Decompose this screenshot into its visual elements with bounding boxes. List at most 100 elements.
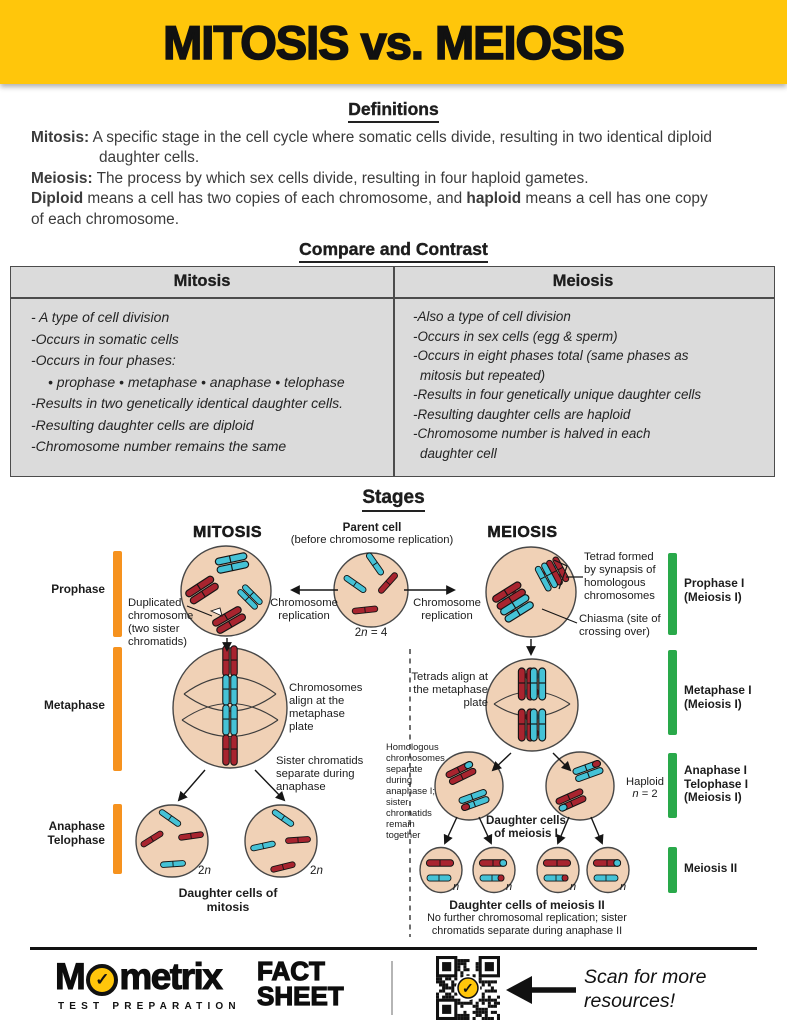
parent-chromosomes <box>342 551 400 615</box>
centromere-notch <box>209 607 223 617</box>
phase-label-metaphase: Metaphase <box>44 698 105 712</box>
title-banner: MITOSIS vs. MEIOSIS <box>0 0 787 84</box>
list-item: - A type of cell division <box>31 309 170 325</box>
sister-chromatids-label: Sister chromatids separate during anapha… <box>276 755 364 794</box>
mitosis-diagram-title: MITOSIS <box>193 524 262 541</box>
ploidy-n-label: n <box>453 881 460 893</box>
qr-check-icon: ✓ <box>462 981 474 997</box>
tetrad-label: Tetrad formed by synapsis of homologous … <box>584 551 656 603</box>
definitions-heading: Definitions <box>348 99 439 123</box>
meiosis2-daughter-chromosomes <box>425 859 622 882</box>
metaphase1-bar <box>668 650 677 735</box>
chromosome-replication-right-label: Chromosome replication <box>413 597 481 623</box>
definition-mitosis: Mitosis: A specific stage in the cell cy… <box>31 129 712 167</box>
meiosis1-daughter-cell-2 <box>545 751 615 821</box>
compare-heading: Compare and Contrast <box>299 239 488 263</box>
homologous-separate-label: Homologous chromosomes separate during a… <box>386 741 445 840</box>
daughter-cells-meiosis1-caption: Daughter cells of meiosis I <box>486 814 566 841</box>
duplicated-chromosome-label: Duplicated chromosome (two sister chroma… <box>128 597 194 649</box>
stages-heading: Stages <box>362 487 425 512</box>
table-column-divider <box>393 267 395 476</box>
logo-text-metrix: metrix <box>119 956 224 998</box>
list-item: -Occurs in somatic cells <box>31 330 179 347</box>
qr-center-badge: ✓ <box>455 975 481 1001</box>
parent-cell-subtitle: (before chromosome replication) <box>290 534 454 546</box>
mitosis-daughter-cell-2 <box>244 804 318 878</box>
phase-label-meiosis2: Meiosis II <box>684 861 738 875</box>
table-header-row: Mitosis Meiosis <box>11 267 774 299</box>
logo-text-m: M <box>54 956 86 998</box>
parent-cell-title: Parent cell <box>342 521 402 534</box>
page-title: MITOSIS vs. MEIOSIS <box>162 15 625 70</box>
anaphase-telophase-bar <box>113 804 122 874</box>
daughter-cells-mitosis-caption: Daughter cells of mitosis <box>178 886 278 915</box>
definitions-section: Mitosis: A specific stage in the cell cy… <box>31 128 767 230</box>
left-arrow-icon <box>506 976 576 1004</box>
stages-heading-wrap: Stages <box>0 487 787 512</box>
phase-label-prophase1: Prophase I (Meiosis I) <box>684 576 745 604</box>
metaphase-bar <box>113 647 122 771</box>
chromosomes-align-label: Chromosomes align at the metaphase plate <box>289 682 363 734</box>
phase-label-anaphase-telophase: Anaphase Telophase <box>47 819 105 847</box>
fact-sheet-label: FACT SHEET <box>256 956 344 1011</box>
list-item: -Chromosome number is halved in each dau… <box>413 426 651 461</box>
chiasma-label: Chiasma (site of crossing over) <box>579 613 661 639</box>
definition-ploidy: Diploid means a cell has two copies of e… <box>31 190 708 228</box>
list-item: -Occurs in four phases: <box>31 352 176 369</box>
meiosis2-bar <box>668 847 677 893</box>
meiosis-metaphase1-cell <box>485 658 579 752</box>
footer-vertical-divider <box>391 961 393 1015</box>
meiosis-diagram-title: MEIOSIS <box>487 524 558 541</box>
annotation-pointers <box>186 559 583 624</box>
meiosis1-daughter-chromosomes <box>444 759 605 813</box>
meiosis-prophase-tetrads <box>490 555 571 624</box>
ploidy-n-label: n <box>506 881 513 893</box>
prophase-bar <box>113 551 122 637</box>
definitions-heading-wrap: Definitions <box>0 99 787 123</box>
ploidy-n-label: n <box>570 881 577 893</box>
mitosis-column-header: Mitosis <box>173 272 231 290</box>
definition-meiosis: Meiosis: The process by which sex cells … <box>31 169 589 187</box>
mometrix-logo: M ✓ metrix <box>54 956 224 998</box>
parent-ploidy-label: 2n = 4 <box>354 626 388 639</box>
meiosis-metaphase-tetrads <box>518 668 545 741</box>
list-item: -Chromosome number remains the same <box>31 438 287 455</box>
ploidy-2n-label: 2n <box>310 864 323 877</box>
list-item: -Resulting daughter cells are diploid <box>31 416 254 433</box>
mitosis-column: - A type of cell division -Occurs in som… <box>31 307 386 458</box>
qr-code: ✓ <box>436 956 500 1020</box>
meiosis-column: -Also a type of cell division -Occurs in… <box>413 307 763 464</box>
daughter-cells-meiosis2-caption: Daughter cells of meiosis II <box>449 898 605 912</box>
compare-table: Mitosis Meiosis - A type of cell divisio… <box>10 266 775 477</box>
meiosis-spindle-fibers <box>493 690 571 718</box>
tetrads-align-label: Tetrads align at the metaphase plate <box>411 671 488 710</box>
list-item: -Occurs in eight phases total (same phas… <box>413 348 689 383</box>
fact-line: FACT <box>256 956 325 986</box>
haploid-label: Haploid <box>626 776 664 788</box>
list-item: -Results in four genetically unique daug… <box>413 387 702 403</box>
phase-label-anaphase1: Anaphase I Telophase I (Meiosis I) <box>684 763 749 805</box>
meiosis-prophase1-cell <box>485 546 577 638</box>
logo-tagline: TEST PREPARATION <box>58 1001 241 1012</box>
sheet-line: SHEET <box>256 981 344 1011</box>
meiosis2-note: No further chromosomal replication; sist… <box>427 912 627 937</box>
scan-text: Scan for more resources! <box>584 966 707 1012</box>
mitosis-metaphase-chromosomes <box>222 645 238 766</box>
phase-label-prophase: Prophase <box>51 582 105 596</box>
list-item: -Results in two genetically identical da… <box>31 395 344 412</box>
phase-label-metaphase1: Metaphase I (Meiosis I) <box>684 683 752 711</box>
ploidy-2n-label: 2n <box>198 864 211 877</box>
list-item: -Occurs in sex cells (egg & sperm) <box>413 328 618 344</box>
list-item: -Also a type of cell division <box>413 309 571 324</box>
footer-divider <box>30 947 757 950</box>
compare-heading-wrap: Compare and Contrast <box>0 239 787 263</box>
mitosis-metaphase-cell <box>172 647 288 769</box>
mitosis-daughter-chromosomes <box>139 808 312 874</box>
chromosome-replication-left-label: Chromosome replication <box>270 597 338 623</box>
logo-check-icon: ✓ <box>86 964 119 996</box>
parent-cell <box>333 552 409 628</box>
mitosis-spindle-fibers <box>181 676 279 737</box>
haploid-n-label: n = 2 <box>632 788 658 800</box>
ploidy-n-label: n <box>620 881 627 893</box>
